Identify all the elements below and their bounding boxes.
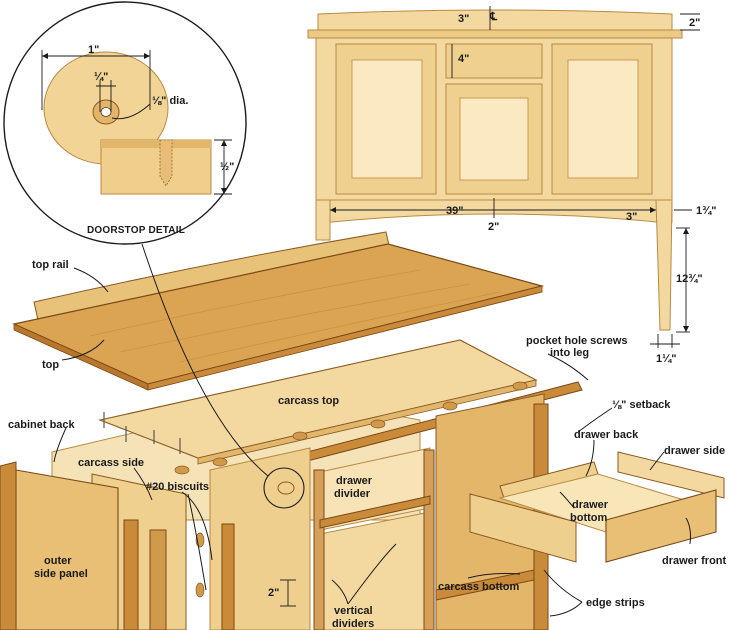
drawer-front-piece (605, 489, 717, 563)
label-drawer-divider-2: divider (334, 488, 371, 500)
label-drawer-back: drawer back (574, 429, 639, 441)
side-edge-strip-1 (123, 519, 139, 630)
label-carcass-side: carcass side (78, 457, 144, 469)
doorstop-callout-circle (263, 467, 305, 509)
label-outer-side-panel-2: side panel (34, 568, 88, 580)
drawer-left-side (469, 493, 577, 563)
doorstop-detail: 1" ¼" ⅛" dia. ½" DOORSTOP DETAIL (3, 1, 247, 245)
label-carcass-top: carcass top (278, 395, 339, 407)
center-drawer (445, 43, 543, 79)
elev-dim-1-1-4: 1¼" (656, 353, 677, 365)
top-board-edge-2 (147, 285, 543, 391)
elev-dim-4: 4" (458, 53, 469, 65)
doorstop-hole (100, 107, 112, 117)
leader-lines (53, 267, 691, 617)
outer-side-panel-edge (0, 461, 17, 630)
right-leg (655, 199, 673, 331)
detail-title: DOORSTOP DETAIL (87, 225, 185, 236)
label-vertical-dividers-2: dividers (332, 618, 374, 630)
elev-dim-bottom-3: 3" (626, 211, 637, 223)
drawer-side-piece (617, 451, 725, 499)
side-panels (0, 461, 205, 630)
elev-dim-1-3-4: 1¾" (696, 205, 717, 217)
label-top: top (42, 359, 59, 371)
doorstop-profile-shade (101, 140, 211, 148)
detail-dim-half: ½" (220, 161, 234, 173)
label-drawer-divider-1: drawer (336, 475, 373, 487)
drawer-assembly (469, 451, 725, 563)
label-biscuits: #20 biscuits (146, 481, 209, 493)
elev-dim-top-3: 3" (458, 13, 469, 25)
elevation-top (307, 29, 683, 39)
label-edge-strips: edge strips (586, 597, 645, 609)
side-edge-strip-2 (149, 529, 167, 630)
label-outer-side-panel-1: outer (44, 555, 72, 567)
label-drawer-front: drawer front (662, 555, 727, 567)
label-vertical-dividers-1: vertical (334, 605, 373, 617)
elev-dim-39: 39" (446, 205, 463, 217)
outer-side-panel (15, 469, 119, 630)
label-drawer-bottom-2: bottom (570, 512, 607, 524)
label-drawer-side: drawer side (664, 445, 725, 457)
label-top-rail: top rail (32, 259, 69, 271)
elev-dim-12-3-4: 12¾" (676, 273, 703, 285)
detail-dim-width: 1" (88, 44, 99, 56)
elev-dim-right-2: 2" (689, 17, 700, 29)
elev-centerline: ℄ (489, 11, 498, 23)
elev-dim-bottom-2: 2" (488, 221, 499, 233)
label-pocket-hole-screws: pocket hole screws (526, 335, 628, 347)
assembly-dim-2: 2" (268, 587, 279, 599)
doorstop-screw-bore (159, 139, 173, 187)
top-assembly (12, 231, 545, 391)
doorstop-profile (100, 139, 212, 195)
left-edge-strip (221, 523, 235, 630)
center-door-panel (459, 97, 529, 181)
elevation-top-rail (317, 9, 673, 31)
left-leg (315, 199, 331, 241)
left-door-panel (351, 59, 423, 179)
right-door-panel (567, 59, 639, 179)
detail-dim-quarter: ¼" (94, 71, 108, 83)
vertical-divider-right (423, 449, 435, 630)
label-into-leg: into leg (550, 347, 589, 359)
label-drawer-bottom-1: drawer (572, 499, 609, 511)
label-cabinet-back: cabinet back (8, 419, 76, 431)
drawer-divider-shelf (319, 495, 431, 529)
label-setback: ⅛" setback (612, 399, 671, 411)
detail-dim-hole: ⅛" dia. (152, 95, 188, 107)
part-labels: top rail top carcass top pocket hole scr… (8, 259, 727, 630)
label-carcass-bottom: carcass bottom (438, 581, 520, 593)
front-elevation: 3" ℄ 2" 4" 39" 3" 2" 1¾" 12¾" 1¼" (307, 6, 717, 365)
vertical-divider-left (313, 469, 325, 630)
